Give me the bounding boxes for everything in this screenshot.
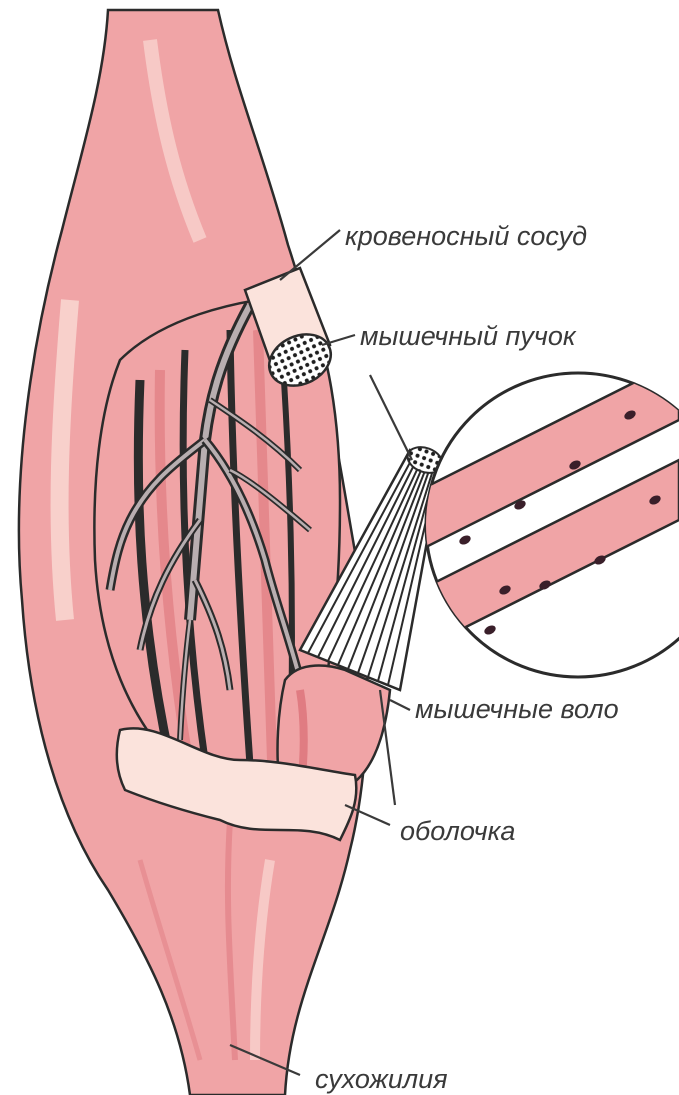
leader-pulled-bundle <box>370 375 412 460</box>
label-muscle-bundle: мышечный пучок <box>360 321 577 351</box>
label-tendon: сухожилия <box>315 1064 448 1094</box>
leader-muscle-fibers <box>390 700 410 710</box>
label-muscle-fibers: мышечные воло <box>415 694 619 724</box>
label-sheath: оболочка <box>400 816 515 846</box>
magnified-fibers <box>420 360 679 677</box>
label-blood-vessel: кровеносный сосуд <box>345 221 587 251</box>
